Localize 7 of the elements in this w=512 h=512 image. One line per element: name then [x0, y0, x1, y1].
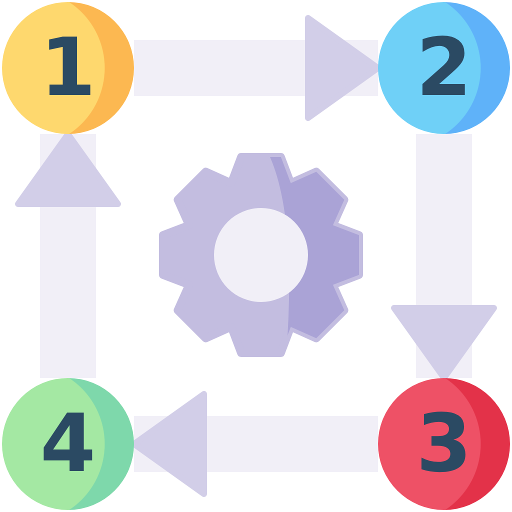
step-number: 4 [40, 404, 96, 484]
step-number: 3 [416, 404, 472, 484]
arrow [131, 391, 378, 497]
arrow [134, 15, 381, 121]
arrow [15, 131, 121, 378]
step-number: 2 [416, 28, 472, 108]
step-number: 1 [40, 28, 96, 108]
